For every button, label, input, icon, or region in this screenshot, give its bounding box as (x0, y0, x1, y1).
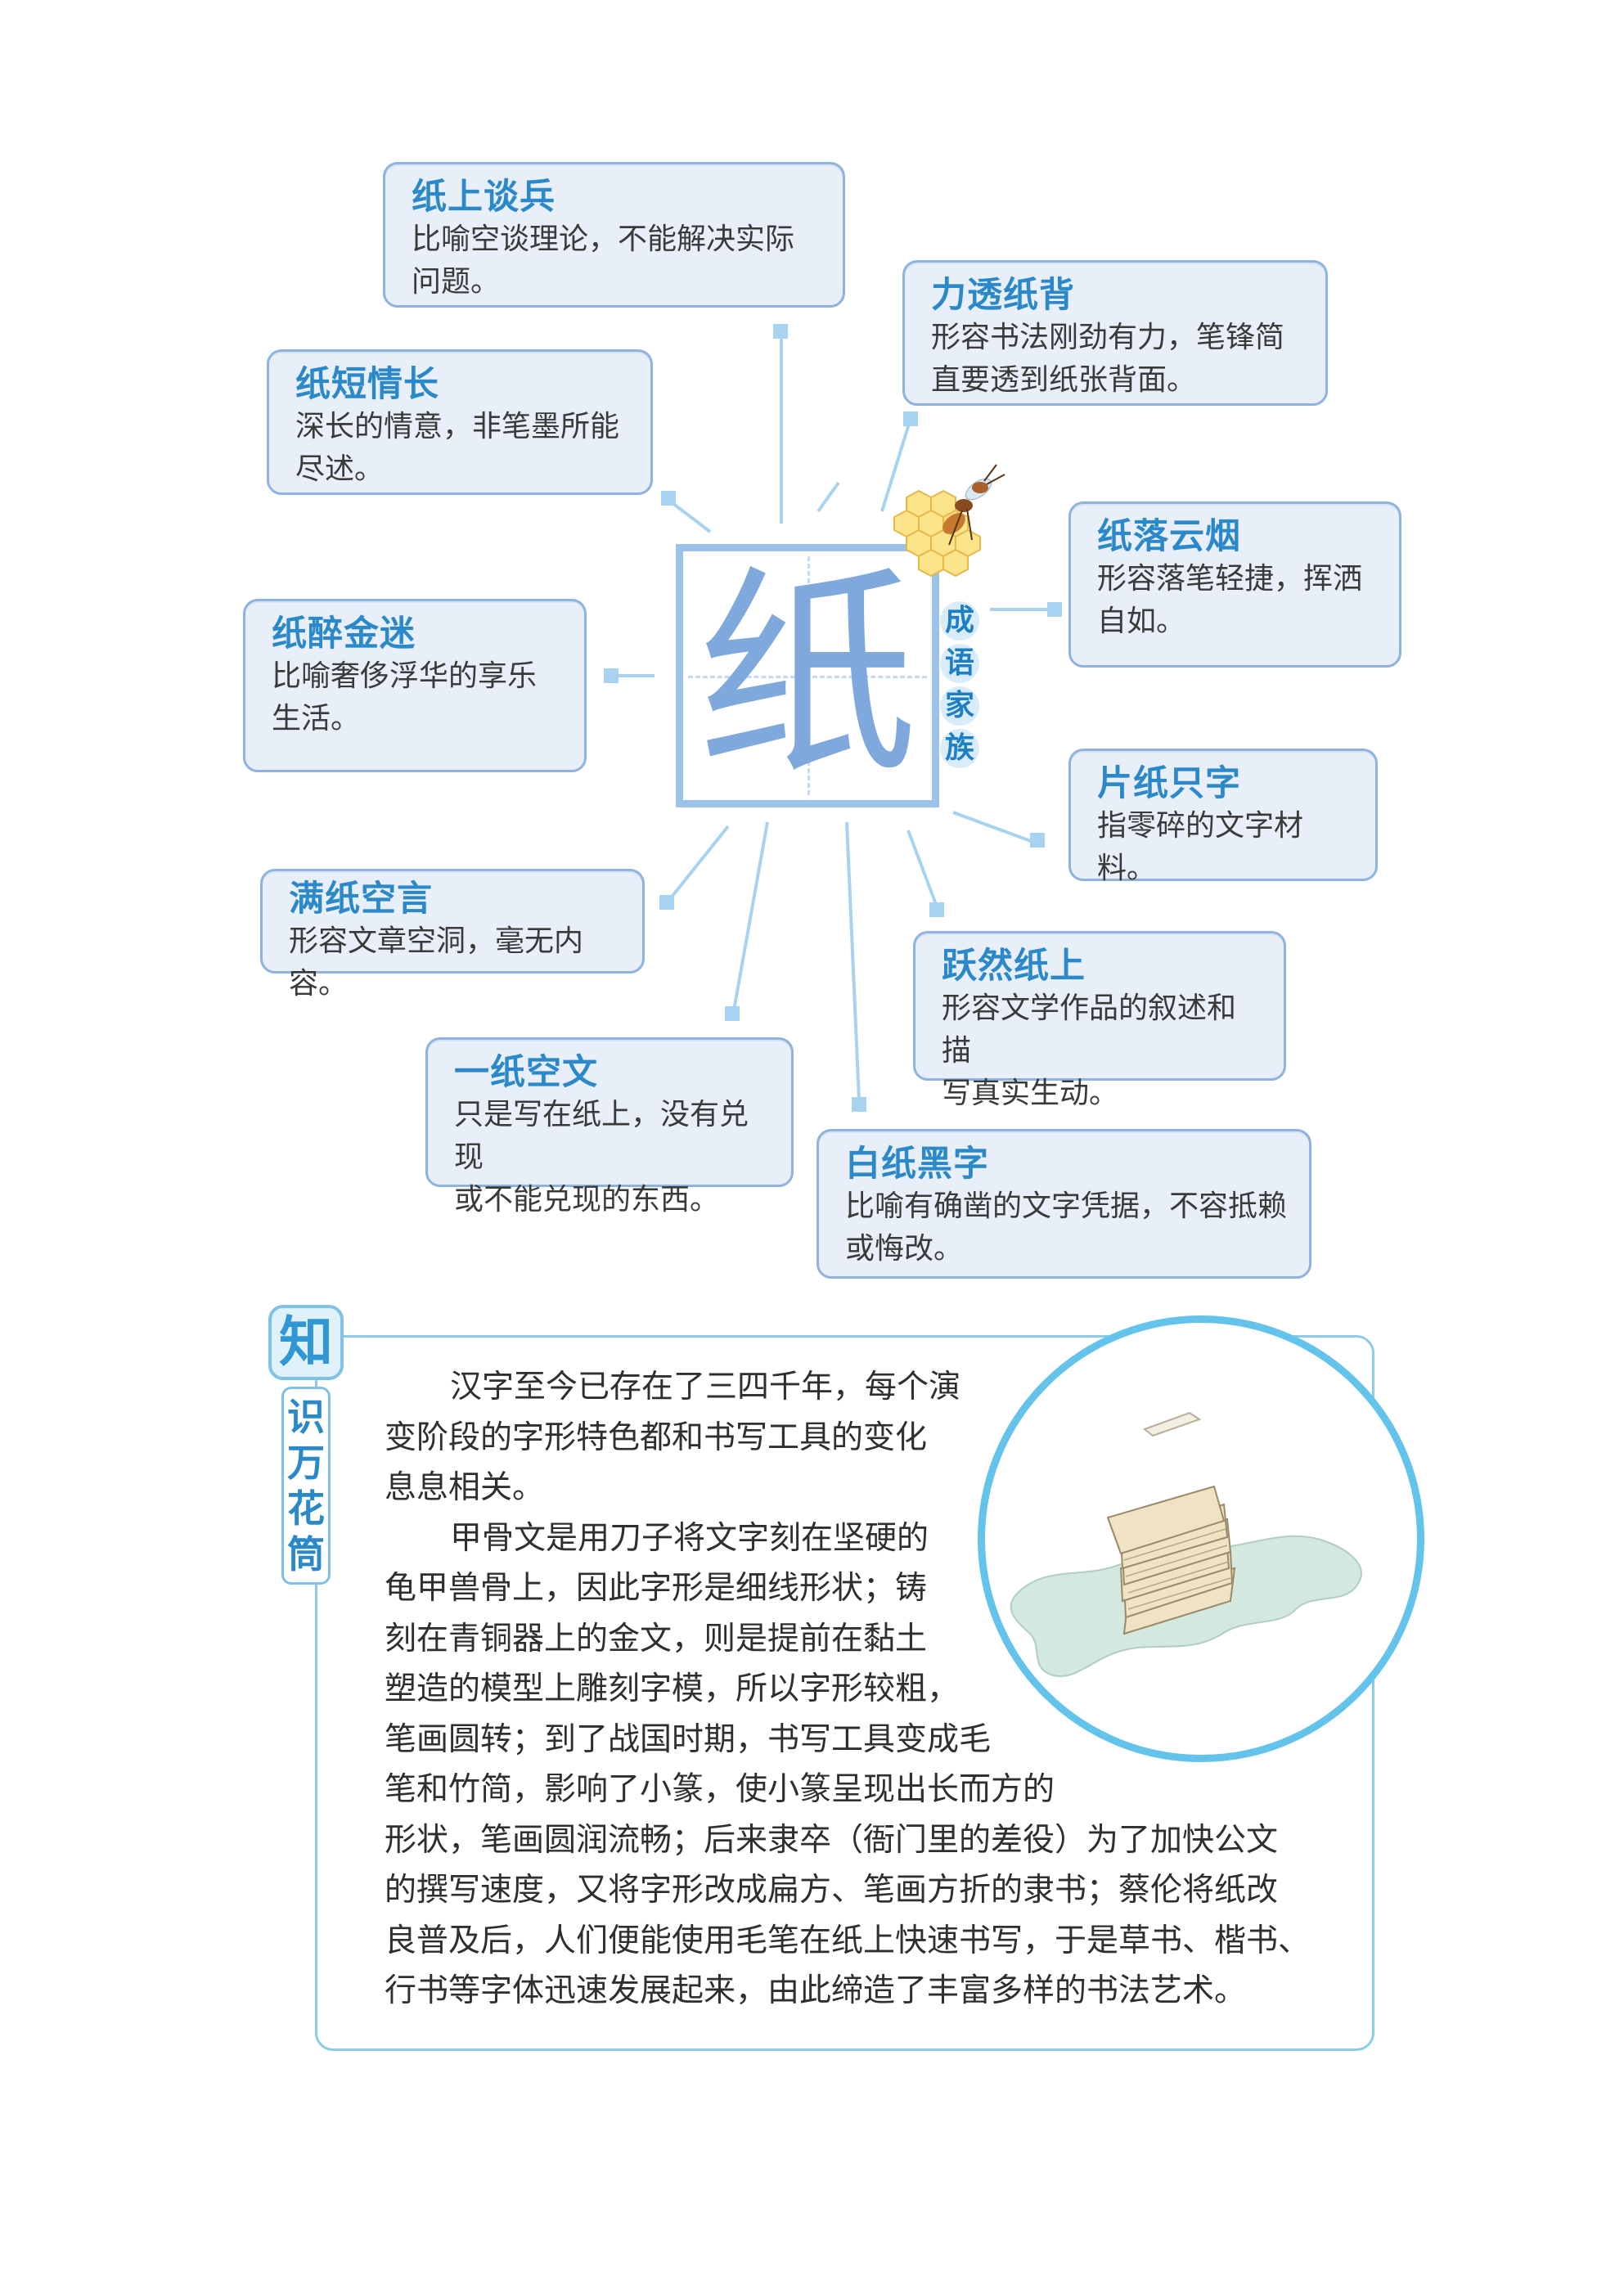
idiom-definition: 尽述。 (295, 452, 385, 486)
paragraph-line: 龟甲兽骨上，因此字形是细线形状；铸 (385, 1570, 928, 1607)
paragraph-line: 甲骨文是用刀子将文字刻在坚硬的 (450, 1519, 929, 1557)
idiom-card-zhishangtanbing: 纸上谈兵 比喻空谈理论，不能解决实际 问题。 (383, 162, 845, 308)
idiom-card-baizhiheizi: 白纸黑字 比喻有确凿的文字凭据，不容抵赖 或悔改。 (816, 1129, 1311, 1279)
paragraph-line: 形状，笔画圆润流畅；后来隶卒（衙门里的差役）为了加快公文 (385, 1821, 1279, 1859)
idiom-card-pianzhizhizi: 片纸只字 指零碎的文字材料。 (1068, 749, 1378, 885)
idiom-title: 跃然纸上 (942, 946, 1086, 987)
idiom-title: 纸短情长 (295, 364, 439, 405)
idiom-card-yueranzhishang: 跃然纸上 形容文学作品的叙述和描 写真实生动。 (913, 931, 1286, 1110)
idiom-definition: 形容文学作品的叙述和描 (942, 992, 1237, 1068)
idiom-title: 纸落云烟 (1097, 516, 1241, 557)
idiom-card-litouzhibei: 力透纸背 形容书法刚劲有力，笔锋简 直要透到纸张背面。 (902, 260, 1328, 406)
idiom-definition: 直要透到纸张背面。 (931, 363, 1197, 397)
knowledge-title-char: 筒 (287, 1532, 325, 1576)
idiom-definition: 比喻奢侈浮华的享乐 (272, 659, 538, 693)
knowledge-text: 汉字至今已存在了三四千年，每个演 变阶段的字形特色都和书写工具的变化 息息相关。… (385, 1362, 1350, 2017)
idiom-title: 力透纸背 (931, 275, 1075, 316)
idiom-definition: 形容文章空洞，毫无内容。 (289, 924, 584, 1001)
idiom-definition: 指零碎的文字材料。 (1097, 809, 1304, 885)
knowledge-title-char: 识 (287, 1395, 325, 1439)
idiom-definition: 形容落笔轻捷，挥洒 (1097, 562, 1363, 596)
knowledge-title-first-char: 知 (268, 1305, 344, 1380)
paper-stack-icon (1010, 1411, 1362, 1677)
knowledge-title-char: 花 (287, 1486, 325, 1531)
center-character: 纸 (697, 546, 918, 804)
badge-char: 语 (940, 644, 979, 683)
idiom-definition: 比喻有确凿的文字凭据，不容抵赖 (845, 1189, 1288, 1223)
paragraph-line: 息息相关。 (385, 1469, 545, 1506)
center-character-box: 纸 (676, 544, 939, 807)
idiom-card-zhizuijinmi: 纸醉金迷 比喻奢侈浮华的享乐 生活。 (243, 599, 587, 772)
idiom-title: 一纸空文 (454, 1052, 598, 1093)
paragraph-line: 笔和竹简，影响了小篆，使小篆呈现出长而方的 (385, 1771, 1055, 1808)
paper-stack-illustration (978, 1315, 1424, 1762)
idiom-title: 纸醉金迷 (272, 614, 416, 654)
paragraph-line: 行书等字体迅速发展起来，由此缔造了丰富多样的书法艺术。 (385, 1972, 1247, 2009)
idiom-card-manzhikongyan: 满纸空言 形容文章空洞，毫无内容。 (260, 869, 645, 1001)
idiom-definition: 形容书法刚劲有力，笔锋简 (931, 321, 1285, 354)
idiom-family-badge: 成 语 家 族 (939, 601, 980, 771)
idiom-definition: 只是写在纸上，没有兑现 (454, 1098, 749, 1174)
paragraph-line: 变阶段的字形特色都和书写工具的变化 (385, 1419, 928, 1456)
idiom-title: 纸上谈兵 (412, 177, 556, 218)
knowledge-title-rest: 识 万 花 筒 (281, 1387, 331, 1585)
idiom-definition: 问题。 (412, 265, 501, 299)
paragraph-line: 良普及后，人们便能使用毛笔在纸上快速书写，于是草书、楷书、 (385, 1922, 1311, 1959)
badge-char: 成 (940, 601, 979, 641)
idiom-title: 片纸只字 (1097, 763, 1241, 804)
badge-char: 家 (940, 686, 979, 726)
paragraph-line: 刻在青铜器上的金文，则是提前在黏土 (385, 1620, 928, 1657)
idiom-definition: 深长的情意，非笔墨所能 (295, 410, 620, 443)
grid-guide (688, 676, 927, 678)
knowledge-title-char: 万 (287, 1441, 325, 1485)
badge-char: 族 (940, 729, 979, 768)
paragraph-line: 塑造的模型上雕刻字模，所以字形较粗， (385, 1671, 960, 1707)
idiom-definition: 比喻空谈理论，不能解决实际 (412, 223, 795, 256)
idiom-card-yizhikongwen: 一纸空文 只是写在纸上，没有兑现 或不能兑现的东西。 (425, 1037, 794, 1216)
paragraph-line: 笔画圆转；到了战国时期，书写工具变成毛 (385, 1720, 992, 1758)
idiom-definition: 写真实生动。 (942, 1077, 1119, 1110)
idiom-card-zhiduanqingchang: 纸短情长 深长的情意，非笔墨所能 尽述。 (267, 349, 653, 495)
idiom-definition: 或不能兑现的东西。 (454, 1183, 720, 1216)
idiom-title: 满纸空言 (289, 879, 433, 920)
bee-honeycomb-illustration (893, 464, 1005, 578)
idiom-definition: 或悔改。 (845, 1232, 964, 1266)
idiom-card-zhiluoyunyan: 纸落云烟 形容落笔轻捷，挥洒 自如。 (1068, 501, 1401, 668)
paragraph-line: 汉字至今已存在了三四千年，每个演 (450, 1369, 961, 1405)
idiom-definition: 自如。 (1097, 605, 1186, 638)
knowledge-title: 知 识 万 花 筒 (268, 1305, 344, 1585)
idiom-title: 白纸黑字 (845, 1144, 989, 1185)
idiom-definition: 生活。 (272, 702, 361, 735)
paragraph-line: 的撰写速度，又将字形改成扁方、笔画方折的隶书；蔡伦将纸改 (385, 1872, 1279, 1909)
